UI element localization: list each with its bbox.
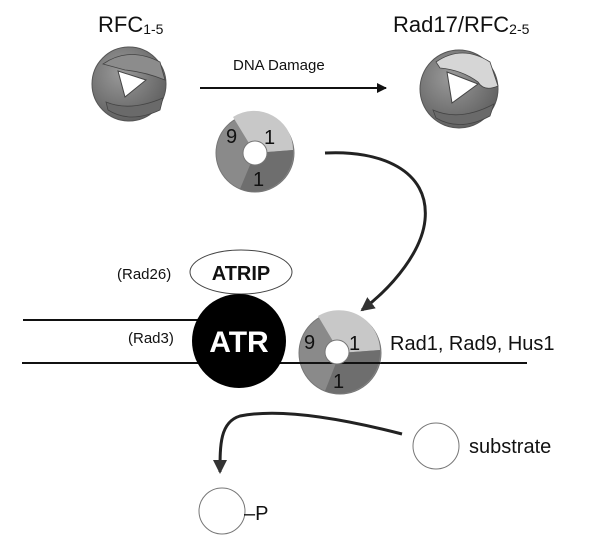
clamp-911-free: 9 1 1 — [215, 110, 295, 193]
atrip-protein: (Rad26) ATRIP — [117, 249, 293, 295]
rad17-label: Rad17/RFC2-5 — [393, 12, 530, 37]
clamp-subunit-9: 9 — [226, 126, 237, 148]
atr-alias: (Rad3) — [128, 330, 174, 347]
rad17-rfc-complex: Rad17/RFC2-5 — [393, 12, 530, 129]
atr-label: ATR — [209, 326, 269, 359]
atrip-label: ATRIP — [212, 263, 271, 285]
atr-protein: (Rad3) ATR — [128, 294, 286, 388]
rfc-complex: RFC1-5 — [91, 12, 167, 122]
clamp-components-label: Rad1, Rad9, Hus1 — [390, 333, 555, 355]
rfc-ring-icon — [91, 46, 167, 122]
atrip-alias: (Rad26) — [117, 266, 171, 283]
rad17-ring-icon — [419, 49, 499, 129]
dna-damage-label: DNA Damage — [233, 57, 325, 74]
clamp-loading-arrow — [324, 151, 427, 312]
rfc-label: RFC1-5 — [98, 12, 164, 37]
loaded-subunit-9: 9 — [304, 332, 315, 354]
loaded-subunit-1b: 1 — [333, 371, 344, 393]
clamp-911-loaded: 9 1 1 Rad1, Rad9, Hus1 — [290, 310, 555, 395]
loaded-subunit-1a: 1 — [349, 333, 360, 355]
clamp-subunit-1b: 1 — [253, 169, 264, 191]
phosphorylation-arrow — [213, 411, 403, 474]
dna-damage-arrow: DNA Damage — [200, 57, 387, 93]
phosphorylated-product: –P — [198, 487, 268, 535]
substrate-label: substrate — [469, 436, 551, 458]
substrate: substrate — [412, 422, 551, 470]
clamp-subunit-1a: 1 — [264, 127, 275, 149]
phosphate-label: –P — [244, 503, 268, 525]
